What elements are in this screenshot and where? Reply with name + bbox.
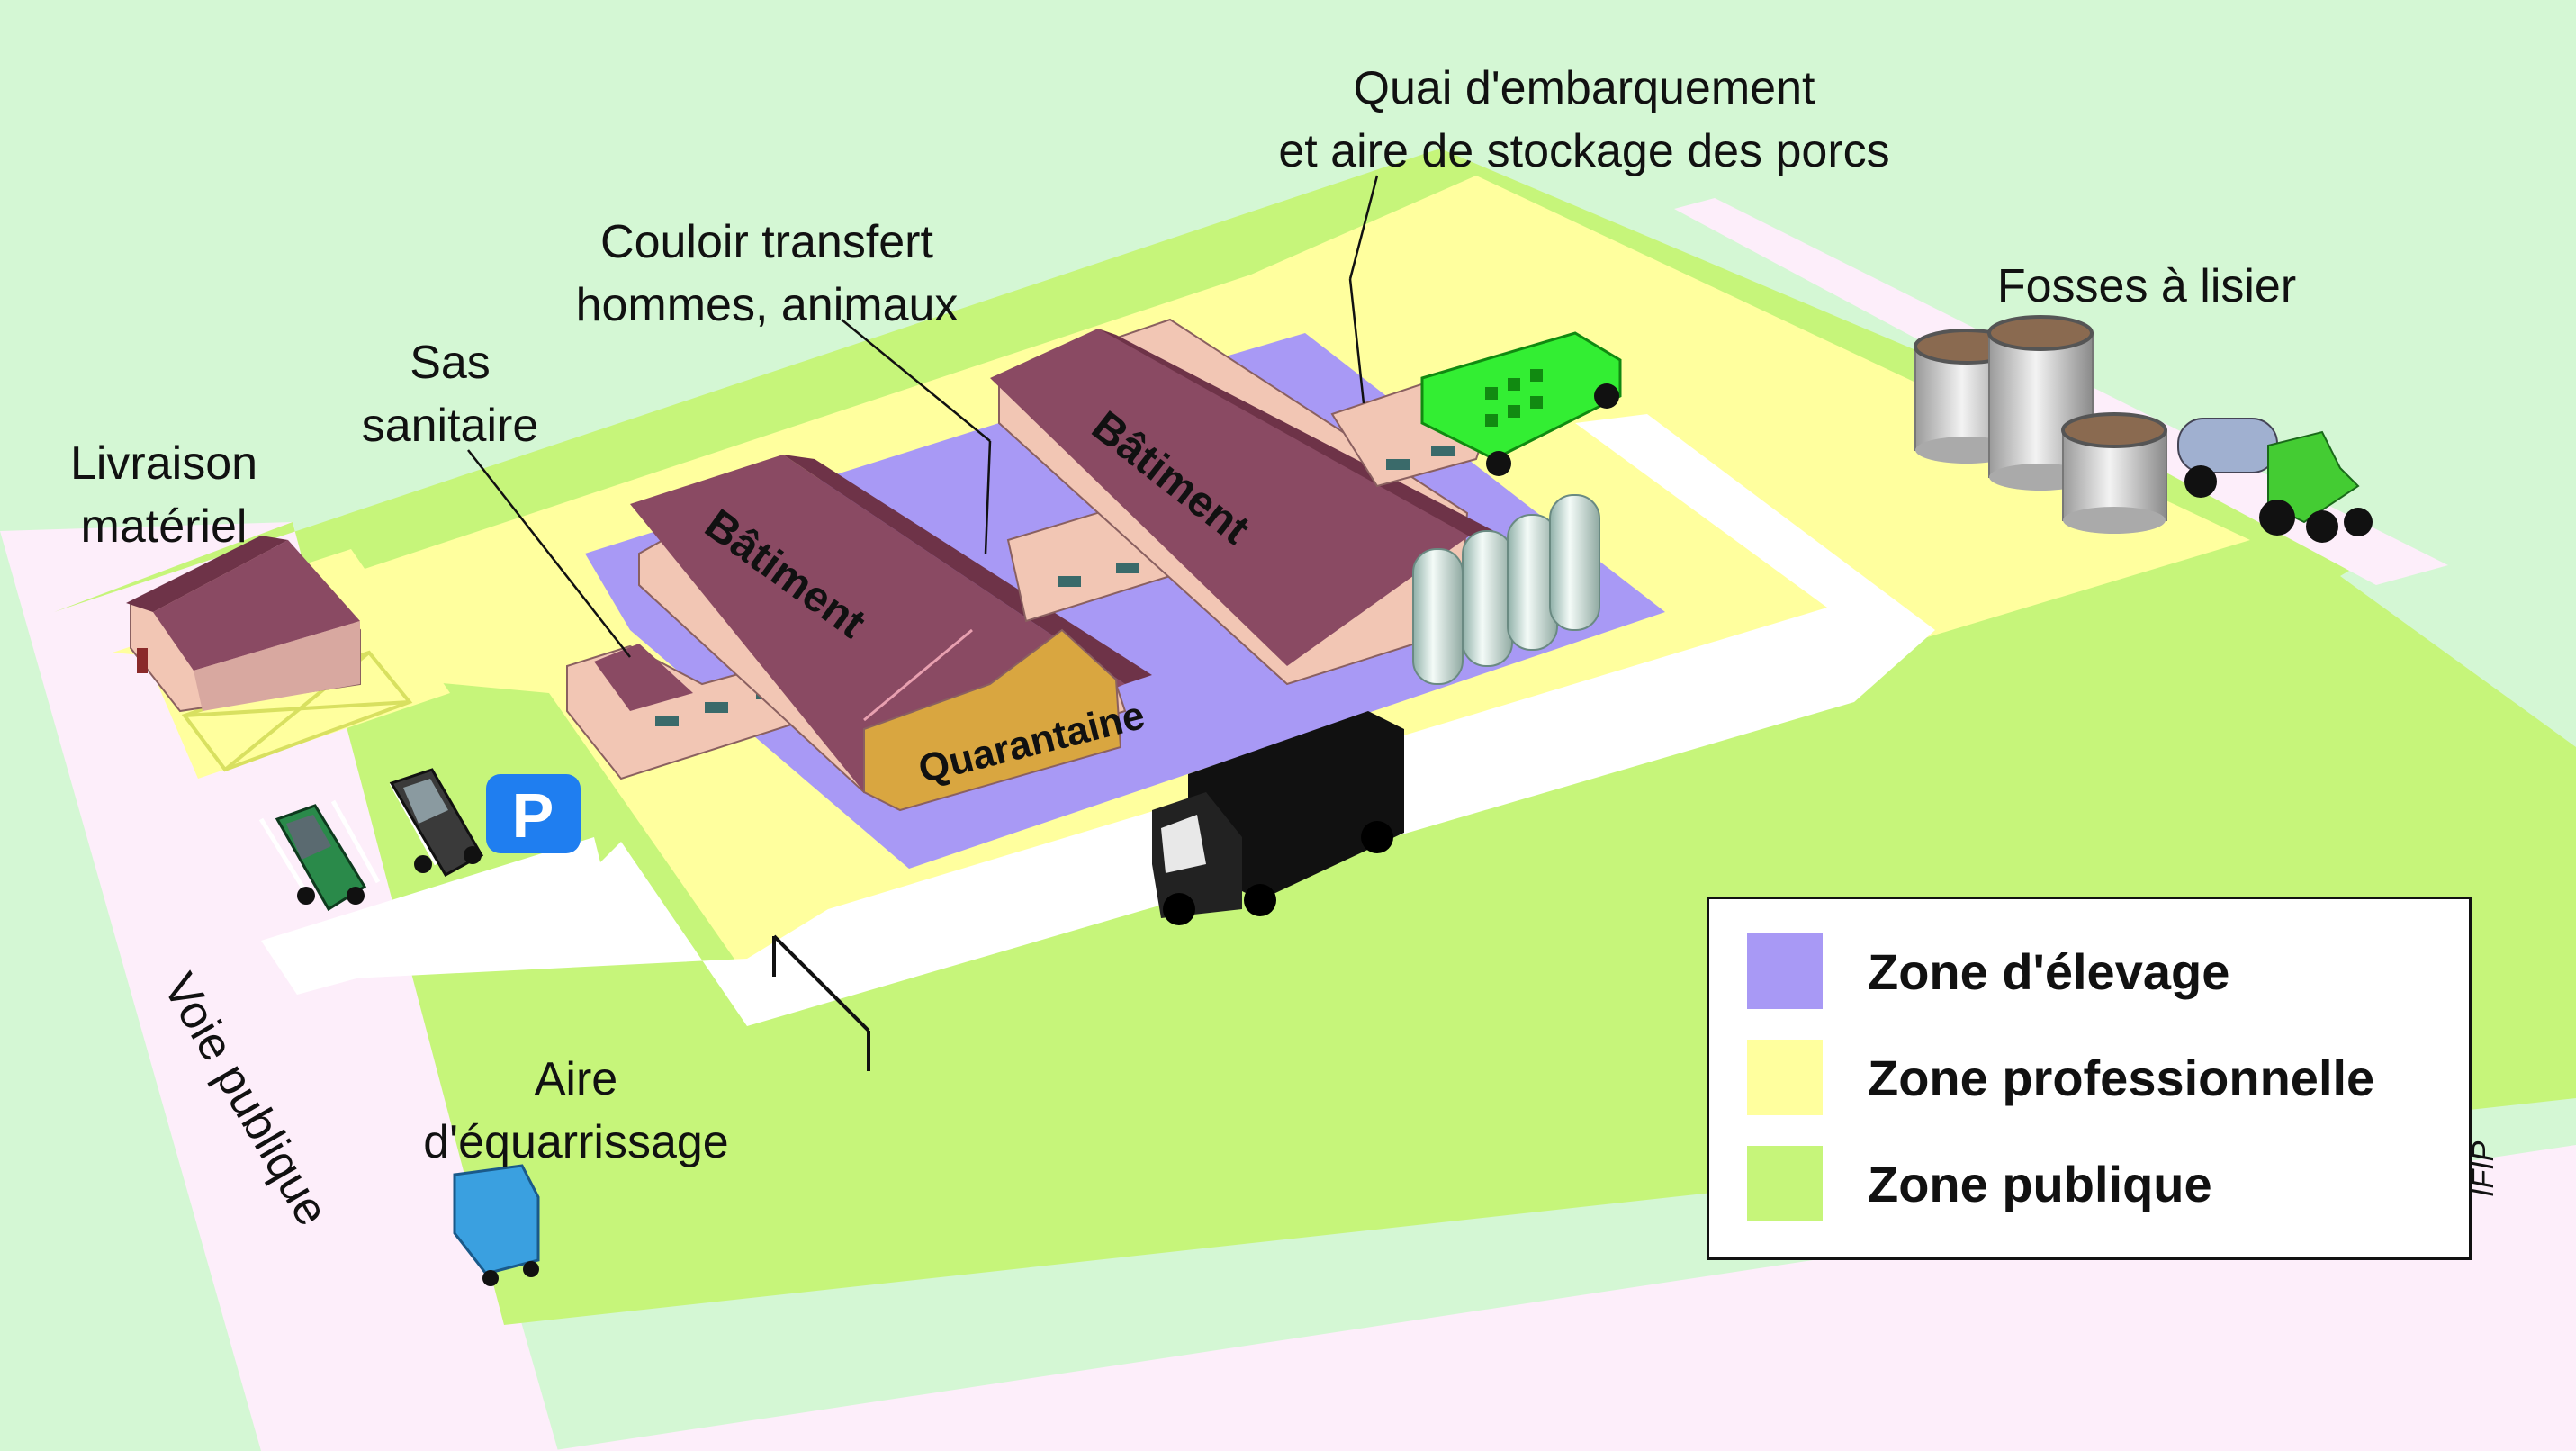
car-green <box>275 804 367 912</box>
label-aire-1: Aire <box>535 1053 617 1105</box>
legend: Zone d'élevage Zone professionnelle Zone… <box>1707 897 2472 1260</box>
car-grey <box>389 768 484 878</box>
legend-item-breeding: Zone d'élevage <box>1747 933 2229 1009</box>
legend-swatch-breeding <box>1747 933 1823 1009</box>
livestock-truck <box>1420 331 1622 476</box>
legend-item-public: Zone publique <box>1747 1146 2212 1221</box>
legend-label-public: Zone publique <box>1868 1155 2212 1212</box>
label-couloir-2: hommes, animaux <box>576 279 959 331</box>
gate <box>772 934 870 1071</box>
label-fosses: Fosses à lisier <box>1997 260 2296 312</box>
parking-sign: P <box>486 774 581 853</box>
label-quai-2: et aire de stockage des porcs <box>1278 125 1889 177</box>
label-sas-2: sanitaire <box>362 400 539 452</box>
silos <box>1412 494 1600 685</box>
tractor <box>2177 418 2373 543</box>
public-road <box>0 522 558 1451</box>
slurry-pits <box>1914 315 2167 534</box>
credit: IFIP <box>2466 1140 2500 1197</box>
label-sas-1: Sas <box>410 337 491 389</box>
label-livraison-1: Livraison <box>70 437 257 490</box>
label-quai-1: Quai d'embarquement <box>1354 62 1815 114</box>
entry-road <box>261 837 612 995</box>
label-livraison-2: matériel <box>81 500 248 553</box>
building-right: Bâtiment <box>990 318 1494 686</box>
delivery-building <box>126 536 361 713</box>
leader-lines <box>467 175 1379 658</box>
legend-swatch-public <box>1747 1146 1823 1221</box>
label-couloir-1: Couloir transfert <box>600 216 933 268</box>
parking-letter: P <box>512 780 554 851</box>
rendering-cart <box>453 1164 540 1286</box>
legend-label-breeding: Zone d'élevage <box>1868 942 2230 1000</box>
access-road <box>297 414 1935 1026</box>
label-aire-2: d'équarrissage <box>423 1116 728 1168</box>
black-truck <box>1152 711 1404 925</box>
legend-item-professional: Zone professionnelle <box>1747 1040 2374 1115</box>
legend-label-professional: Zone professionnelle <box>1868 1049 2375 1106</box>
legend-swatch-professional <box>1747 1040 1823 1115</box>
